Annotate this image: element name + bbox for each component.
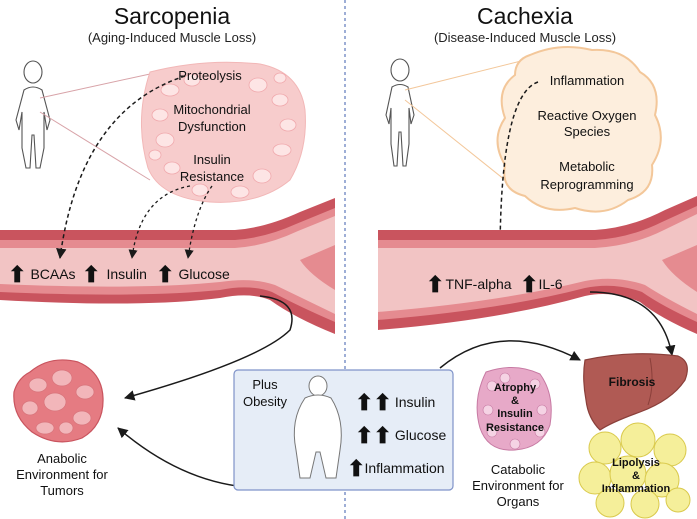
atrophied-muscle-icon <box>476 367 552 451</box>
anabolic-line-2: Environment for <box>16 467 108 482</box>
cachexia-subtitle: (Disease-Induced Muscle Loss) <box>434 30 616 45</box>
adipose-tissue-icon <box>578 422 691 519</box>
obese-person-icon <box>293 375 342 479</box>
arrow-obesity-to-atrophy <box>439 340 581 369</box>
label-reprogramming: Reprogramming <box>540 177 633 192</box>
muscle-tissue-left <box>141 61 306 203</box>
label-reactive-oxygen: Reactive Oxygen <box>538 108 637 123</box>
anabolic-line-3: Tumors <box>40 483 84 498</box>
atrophy-label-1: Atrophy <box>494 382 537 394</box>
inflammation-cloud <box>496 46 662 213</box>
marker-il6: ⬆IL-6 <box>520 272 563 297</box>
arrow-resistance-to-glucose <box>184 185 213 259</box>
label-resistance: Resistance <box>180 169 244 184</box>
label-insulin: Insulin <box>193 152 231 167</box>
arrow-proteolysis-to-bcaas <box>56 75 186 260</box>
person-icon-left <box>15 60 51 169</box>
marker-glucose: ⬆Glucose <box>156 262 230 287</box>
tumor-icon <box>13 359 104 443</box>
marker-tnf-alpha: ⬆TNF-alpha <box>426 272 512 297</box>
liver-icon <box>583 353 688 431</box>
atrophy-label-2: & <box>511 395 519 407</box>
catabolic-line-3: Organs <box>497 494 540 509</box>
cachexia-title: Cachexia <box>477 3 573 29</box>
arrow-cloud-to-vessel <box>494 81 539 260</box>
blood-vessel-right <box>378 196 697 334</box>
marker-insulin: ⬆Insulin <box>82 262 147 287</box>
fibrosis-label: Fibrosis <box>609 375 656 389</box>
lipolysis-label-2: & <box>632 470 640 482</box>
obesity-marker-glucose: ⬆⬆Glucose <box>355 423 446 448</box>
obesity-title-2: Obesity <box>243 394 288 409</box>
label-species: Species <box>564 124 611 139</box>
catabolic-line-2: Environment for <box>472 478 564 493</box>
label-inflammation-cloud: Inflammation <box>550 73 624 88</box>
arrow-vessel-to-tumor <box>123 295 293 401</box>
atrophy-label-4: Resistance <box>486 422 544 434</box>
obesity-box <box>233 369 454 491</box>
obesity-title-1: Plus <box>252 377 278 392</box>
lipolysis-label-1: Lipolysis <box>612 457 660 469</box>
label-dysfunction: Dysfunction <box>178 119 246 134</box>
label-mitochondrial: Mitochondrial <box>173 102 250 117</box>
label-proteolysis: Proteolysis <box>178 68 242 83</box>
sarcopenia-subtitle: (Aging-Induced Muscle Loss) <box>88 30 256 45</box>
catabolic-line-1: Catabolic <box>491 462 546 477</box>
label-metabolic: Metabolic <box>559 159 615 174</box>
atrophy-label-3: Insulin <box>497 408 533 420</box>
blood-vessel-left <box>0 198 335 334</box>
obesity-marker-inflammation: ⬆Inflammation <box>347 456 445 481</box>
arrow-vessel-to-fibrosis <box>589 291 676 357</box>
lipolysis-label-3: Inflammation <box>602 483 671 495</box>
person-icon-right <box>385 58 415 167</box>
obesity-marker-insulin: ⬆⬆Insulin <box>355 390 435 415</box>
marker-bcaas: ⬆BCAAs <box>8 262 76 287</box>
anabolic-line-1: Anabolic <box>37 451 87 466</box>
sarcopenia-title: Sarcopenia <box>114 3 231 29</box>
